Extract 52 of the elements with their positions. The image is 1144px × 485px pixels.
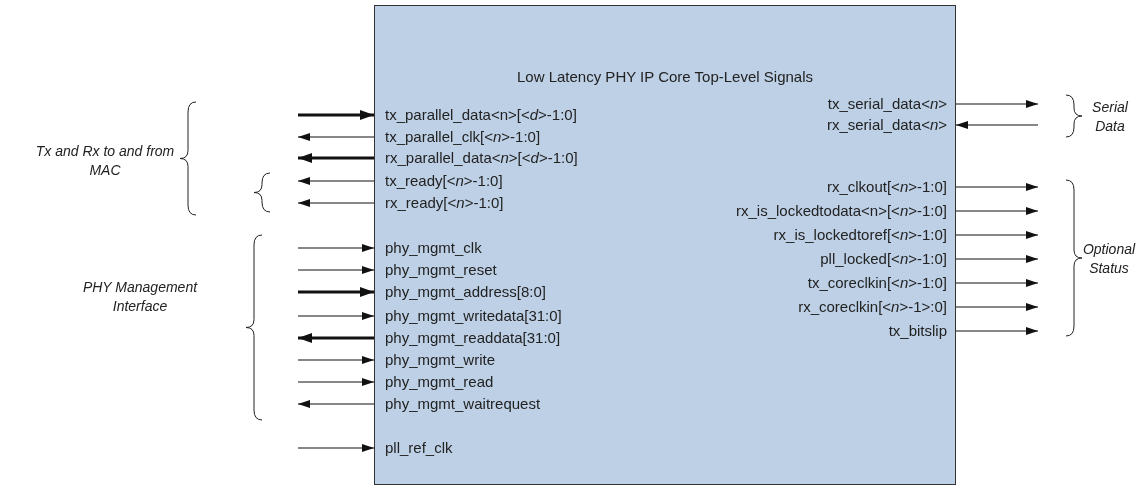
group-label: Tx and Rx to and from MAC (34, 142, 176, 180)
signal-arrow (297, 400, 375, 408)
signal-arrow (955, 183, 1039, 191)
signal-name: tx_ready[<n>-1:0] (375, 171, 503, 191)
signal-name: tx_serial_data<n> (827, 94, 955, 114)
signal-arrow (297, 444, 375, 452)
signal-name: phy_mgmt_reset (375, 260, 497, 280)
group-label: PHY Management Interface (81, 278, 199, 316)
signal-name: tx_parallel_data<n>[<d>-1:0] (375, 105, 577, 125)
signal-name: rx_is_lockedtodata<n>[<n>-1:0] (736, 201, 955, 221)
signal-name: rx_is_lockedtoref[<n>-1:0] (773, 225, 955, 245)
signal-arrow (298, 287, 374, 297)
signal-arrow (297, 266, 375, 274)
signal-arrow (955, 121, 1039, 129)
signal-arrow (955, 255, 1039, 263)
signal-name: phy_mgmt_writedata[31:0] (375, 306, 562, 326)
signal-name: phy_mgmt_clk (375, 238, 482, 258)
signal-arrow (297, 378, 375, 386)
signal-arrow (297, 244, 375, 252)
signal-name: rx_parallel_data<n>[<d>-1:0] (375, 148, 578, 168)
signal-name: rx_ready[<n>-1:0] (375, 193, 504, 213)
signal-name: rx_serial_data<n> (826, 115, 955, 135)
signal-arrow (297, 133, 375, 141)
signal-name: phy_mgmt_read (375, 372, 494, 392)
signal-arrow (955, 231, 1039, 239)
group-label: Serial Data (1091, 98, 1129, 136)
signal-name: rx_coreclkin[<n>-1>:0] (798, 297, 955, 317)
signal-name: tx_bitslip (888, 321, 955, 341)
signal-name: tx_parallel_clk[<n>-1:0] (375, 127, 541, 147)
signal-arrow (297, 199, 375, 207)
signal-arrow (955, 207, 1039, 215)
signal-arrow (297, 312, 375, 320)
core-block (374, 5, 956, 485)
signal-arrow (955, 303, 1039, 311)
signal-arrow (298, 153, 374, 163)
signal-name: rx_clkout[<n>-1:0] (826, 177, 955, 197)
signal-name: phy_mgmt_address[8:0] (375, 282, 546, 302)
group-label: Optional Status (1081, 240, 1137, 278)
signal-name: phy_mgmt_write (375, 350, 496, 370)
signal-name: pll_ref_clk (375, 438, 453, 458)
signal-name: tx_coreclkin[<n>-1:0] (807, 273, 955, 293)
signal-arrow (955, 327, 1039, 335)
signal-arrow (298, 333, 374, 343)
signal-name: phy_mgmt_readdata[31:0] (375, 328, 561, 348)
signal-arrow (955, 279, 1039, 287)
signal-name: pll_locked[<n>-1:0] (820, 249, 955, 269)
signal-arrow (297, 356, 375, 364)
signal-name: phy_mgmt_waitrequest (375, 394, 541, 414)
signal-arrow (955, 100, 1039, 108)
signal-arrow (298, 110, 374, 120)
block-title: Low Latency PHY IP Core Top-Level Signals (516, 68, 814, 85)
signal-arrow (297, 177, 375, 185)
